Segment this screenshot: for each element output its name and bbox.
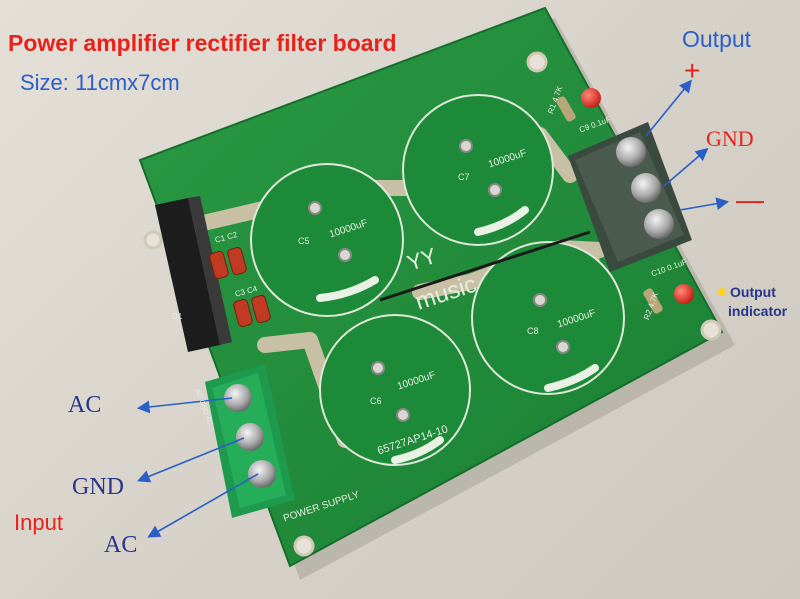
page-title: Power amplifier rectifier filter board: [8, 30, 397, 56]
resistor-r2: [643, 288, 663, 314]
bridge-rectifier: [155, 198, 220, 352]
output-minus-label: —: [736, 184, 764, 215]
arrow-input-ac-top: [136, 397, 233, 414]
indicator-dot: [718, 288, 726, 296]
input-ac-top-label: AC: [68, 392, 102, 418]
output-terminal-block: [568, 122, 692, 272]
arrow-output-plus: [645, 79, 693, 137]
output-indicator-label-line1: Output: [730, 284, 776, 300]
capacitor-footprints: [250, 94, 625, 466]
output-plus-label: +: [684, 55, 701, 86]
arrow-input-ac-bottom: [147, 473, 259, 538]
output-led-bottom: [674, 284, 694, 304]
callout-arrows: [136, 79, 730, 538]
silkscreen-divider: [379, 230, 591, 302]
arrow-output-minus: [679, 197, 730, 211]
output-indicator-label-line2: indicator: [728, 303, 788, 319]
silkscreen-d1: D1: [172, 312, 183, 321]
film-capacitors: [209, 247, 271, 327]
capacitor-polarity-marks: [316, 206, 599, 464]
bridge-rectifier-side: [188, 196, 232, 345]
input-ac-bottom-label: AC: [104, 532, 138, 558]
output-led-top: [581, 88, 601, 108]
arrow-output-gnd: [663, 147, 709, 187]
silkscreen-c5: C5: [298, 236, 310, 246]
resistor-r1: [556, 96, 576, 122]
silkscreen-c7: C7: [458, 172, 470, 182]
capacitor-pads: [308, 139, 570, 422]
output-gnd-label: GND: [706, 126, 754, 151]
mounting-holes: [143, 51, 722, 557]
arrow-input-gnd: [137, 437, 245, 483]
size-label: Size: 11cmx7cm: [20, 70, 180, 95]
silkscreen-c6: C6: [370, 396, 382, 406]
input-label: Input: [14, 510, 63, 535]
input-gnd-label: GND: [72, 474, 124, 500]
input-terminal-block: [205, 364, 295, 518]
output-label: Output: [682, 26, 752, 52]
silkscreen-c8: C8: [527, 326, 539, 336]
